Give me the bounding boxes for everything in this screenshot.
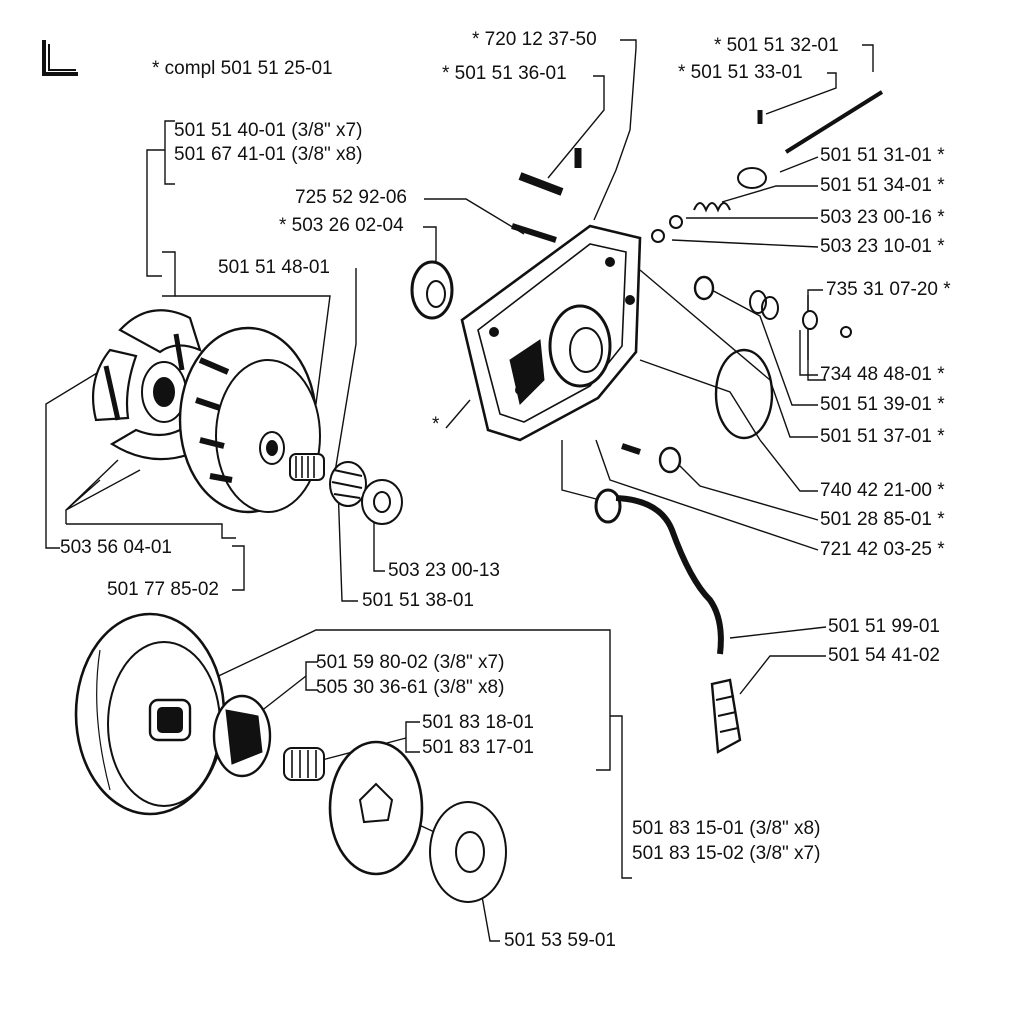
part-label-725-52-92-06: 725 52 92-06	[295, 187, 407, 208]
parts-graphics	[74, 90, 884, 903]
needle-bearing-2	[283, 747, 325, 781]
part-label-734-48-48-01: 734 48 48-01 *	[820, 364, 945, 385]
washer-a	[361, 479, 403, 525]
oil-knob	[710, 678, 742, 754]
part-label-720-12-37-50: * 720 12 37-50	[472, 29, 597, 50]
part-label-503-23-00-13: 503 23 00-13	[388, 560, 500, 581]
part-label-505-30-36-61: 505 30 36-61 (3/8" x8)	[316, 677, 505, 698]
part-label-501-51-40-01: 501 51 40-01 (3/8" x7)	[174, 120, 363, 141]
seal	[410, 260, 454, 320]
bolt-725	[511, 223, 557, 243]
spring	[693, 202, 731, 213]
rim-drum	[74, 612, 226, 816]
part-label-501-51-32-01: * 501 51 32-01	[714, 35, 839, 56]
washer-c	[651, 229, 665, 243]
part-label-501-54-41-02: 501 54 41-02	[828, 645, 940, 666]
needle-bearing	[289, 453, 325, 481]
part-label-501-83-18-01: 501 83 18-01	[422, 712, 534, 733]
part-label-501-51-33-01: * 501 51 33-01	[678, 62, 803, 83]
part-label-501-67-41-01: 501 67 41-01 (3/8" x8)	[174, 144, 363, 165]
part-label-501-51-39-01: 501 51 39-01 *	[820, 394, 945, 415]
part-label-501-51-38-01: 501 51 38-01	[362, 590, 474, 611]
part-label-501-51-34-01: 501 51 34-01 *	[820, 175, 945, 196]
part-label-501-51-31-01: 501 51 31-01 *	[820, 145, 945, 166]
part-label-503-56-04-01: 503 56 04-01	[60, 537, 172, 558]
adjuster-nut	[737, 167, 767, 189]
part-label-501-51-36-01: * 501 51 36-01	[442, 63, 567, 84]
part-label-501-28-85-01: 501 28 85-01 *	[820, 509, 945, 530]
part-label-721-42-03-25: 721 42 03-25 *	[820, 539, 945, 560]
oil-pipe	[594, 488, 724, 655]
part-label-740-42-21-00: 740 42 21-00 *	[820, 480, 945, 501]
part-label-503-23-10-01: 503 23 10-01 *	[820, 236, 945, 257]
thrust-washer	[429, 801, 507, 903]
section-corner-mark	[42, 40, 78, 76]
part-label-503-26-02-04: * 503 26 02-04	[279, 215, 404, 236]
o-ring-small	[749, 290, 767, 314]
part-label-501-83-15-01: 501 83 15-01 (3/8" x8)	[632, 818, 821, 839]
part-label-501-51-37-01: 501 51 37-01 *	[820, 426, 945, 447]
clutch-shoes	[92, 309, 202, 461]
part-label-501-51-48-01: 501 51 48-01	[218, 257, 330, 278]
part-label-501-83-17-01: 501 83 17-01	[422, 737, 534, 758]
leader-lines	[45, 39, 874, 942]
worm-gear	[329, 461, 367, 507]
adjuster-rod	[784, 90, 884, 154]
assembly-complete-label: * compl 501 51 25-01	[152, 58, 333, 79]
washer-e	[802, 310, 818, 330]
drum-plate	[328, 740, 424, 876]
washer-b	[669, 215, 683, 229]
adjust-screw	[518, 172, 564, 196]
part-label-503-23-00-16: 503 23 00-16 *	[820, 207, 945, 228]
pin	[621, 443, 641, 455]
part-label-501-59-80-02: 501 59 80-02 (3/8" x7)	[316, 652, 505, 673]
o-ring-large	[714, 348, 774, 440]
clutch-cover	[460, 224, 642, 442]
washer-d	[693, 275, 715, 301]
part-label-501-77-85-02: 501 77 85-02	[107, 579, 219, 600]
spur-sprocket	[212, 694, 272, 778]
part-label-501-53-59-01: 501 53 59-01	[504, 930, 616, 951]
part-label-735-31-07-20: 735 31 07-20 *	[826, 279, 951, 300]
e-clip	[840, 326, 852, 338]
part-label-501-83-15-02: 501 83 15-02 (3/8" x7)	[632, 843, 821, 864]
clutch-drum	[178, 326, 321, 514]
part-label-501-51-99-01: 501 51 99-01	[828, 616, 940, 637]
washer-f	[658, 446, 682, 474]
part-label-cover-star: *	[432, 414, 440, 435]
